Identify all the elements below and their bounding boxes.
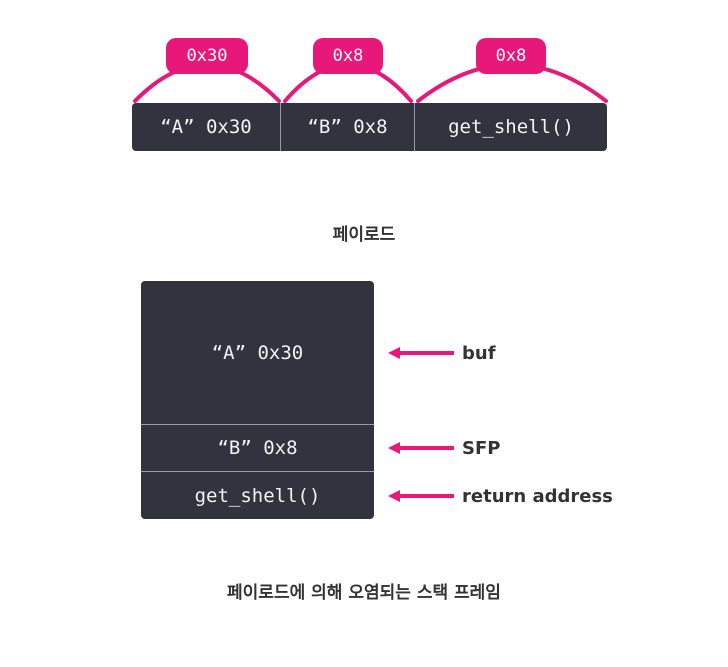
- left-arrow-icon: [388, 490, 454, 502]
- label-sfp: SFP: [462, 437, 501, 459]
- size-badge-sfp: 0x8: [313, 38, 383, 74]
- payload-segment-b: “B” 0x8: [281, 103, 415, 151]
- size-badge-ret: 0x8: [476, 38, 546, 74]
- stack-frame: “A” 0x30 “B” 0x8 get_shell(): [141, 281, 374, 519]
- arrow-row-ret: return address: [388, 484, 613, 508]
- label-return-address: return address: [462, 485, 613, 507]
- payload-segment-ret: get_shell(): [448, 116, 574, 138]
- left-arrow-icon: [388, 347, 454, 359]
- left-arrow-icon: [388, 442, 454, 454]
- label-buf: buf: [462, 342, 496, 364]
- stack-caption: 페이로드에 의해 오염되는 스택 프레임: [227, 583, 501, 603]
- stack-cell-buf: “A” 0x30: [211, 341, 304, 364]
- arrow-row-buf: buf: [388, 341, 496, 365]
- payload-bar: “A” 0x30 “B” 0x8 get_shell(): [132, 103, 607, 151]
- stack-cell-sfp: “B” 0x8: [141, 424, 374, 471]
- stack-cell-ret: get_shell(): [141, 471, 374, 519]
- payload-caption: 페이로드: [332, 225, 396, 245]
- size-badge-buf: 0x30: [166, 38, 248, 74]
- arrow-row-sfp: SFP: [388, 436, 500, 460]
- payload-segment-a: “A” 0x30: [132, 103, 281, 151]
